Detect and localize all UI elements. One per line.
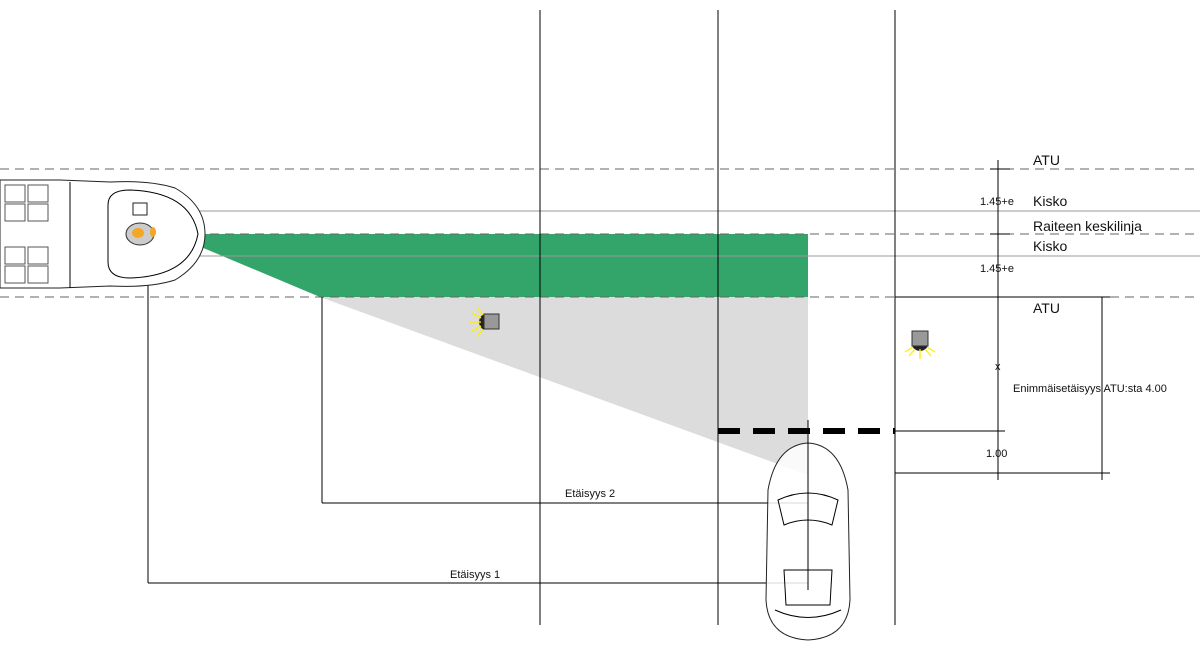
train-top-view (0, 179, 206, 289)
green-visibility-zone (170, 234, 808, 297)
label-kisko-bottom: Kisko (1033, 238, 1067, 254)
label-distance-2: Etäisyys 2 (565, 488, 615, 500)
label-dim-100: 1.00 (986, 448, 1007, 460)
label-dim-x: x (995, 361, 1001, 373)
label-distance-1: Etäisyys 1 (450, 569, 500, 581)
label-dim-145-bottom: 1.45+e (980, 263, 1014, 275)
signal-light-icon (470, 306, 500, 338)
dimension-distance-2 (321, 297, 808, 504)
dimension-distance-1 (147, 262, 808, 584)
label-dim-max: Enimmäisetäisyys ATU:sta 4.00 (1013, 383, 1167, 395)
label-kisko-top: Kisko (1033, 193, 1067, 209)
dimension-right (895, 160, 1110, 480)
label-dim-145-top: 1.45+e (980, 196, 1014, 208)
car-top-view (765, 420, 851, 641)
grey-visibility-zone (320, 297, 808, 475)
label-centerline: Raiteen keskilinja (1033, 218, 1142, 234)
label-atu-top: ATU (1033, 152, 1060, 168)
signal-light-icon (904, 330, 936, 359)
label-atu-bottom: ATU (1033, 300, 1060, 316)
